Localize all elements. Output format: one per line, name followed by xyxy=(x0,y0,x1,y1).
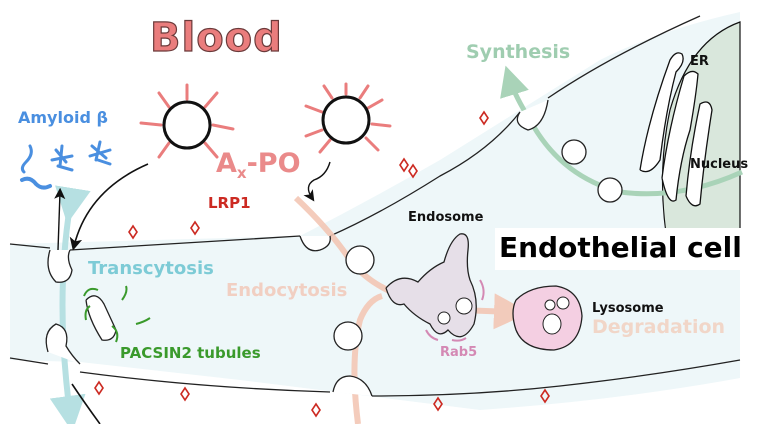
lrp1-label: LRP1 xyxy=(208,194,251,212)
arrow-np-to-transcytosis xyxy=(69,163,149,251)
amyloid-beta-label: Amyloid β xyxy=(18,108,108,127)
endosome-label: Endosome xyxy=(408,210,484,225)
pacsin2-label: PACSIN2 tubules xyxy=(120,344,261,362)
rab5-marks xyxy=(425,279,485,342)
pacsin-marks xyxy=(83,285,151,343)
arrow-basal-exit xyxy=(71,383,101,425)
nanoparticle-label-main: A xyxy=(216,148,237,179)
lysosome-label: Lysosome xyxy=(592,301,664,316)
nucleus-label: Nucleus xyxy=(690,157,749,172)
endocytosis-label: Endocytosis xyxy=(226,280,348,301)
nanoparticle-label-suffix: -PO xyxy=(246,148,301,179)
transcytosis-path xyxy=(49,185,91,428)
nanoparticle-label: Ax-PO xyxy=(216,150,301,181)
basal-membrane xyxy=(9,357,741,397)
degradation-label: Degradation xyxy=(592,316,726,338)
vesicles xyxy=(45,99,623,397)
nanoparticle-label-sub: x xyxy=(236,164,247,182)
blood-region-label: Blood xyxy=(149,15,283,61)
nanoparticle-2 xyxy=(304,82,392,154)
apical-membrane xyxy=(9,15,701,251)
er xyxy=(639,52,713,207)
transcytosis-label: Transcytosis xyxy=(88,258,214,279)
lrp1-receptors xyxy=(94,110,550,418)
synthesis-label: Synthesis xyxy=(466,41,571,63)
endosome xyxy=(385,233,477,338)
pacsin-tubule xyxy=(85,295,117,341)
er-label: ER xyxy=(690,54,709,69)
nanoparticle-1 xyxy=(139,83,235,159)
endothelial-cell-label: Endothelial cell xyxy=(495,228,746,270)
lysosome xyxy=(512,285,583,351)
arrow-to-amyloid xyxy=(54,187,66,251)
amyloid-aggregates xyxy=(20,140,112,190)
arrow-np-to-lrp1 xyxy=(303,161,331,202)
rab5-label: Rab5 xyxy=(440,345,478,360)
